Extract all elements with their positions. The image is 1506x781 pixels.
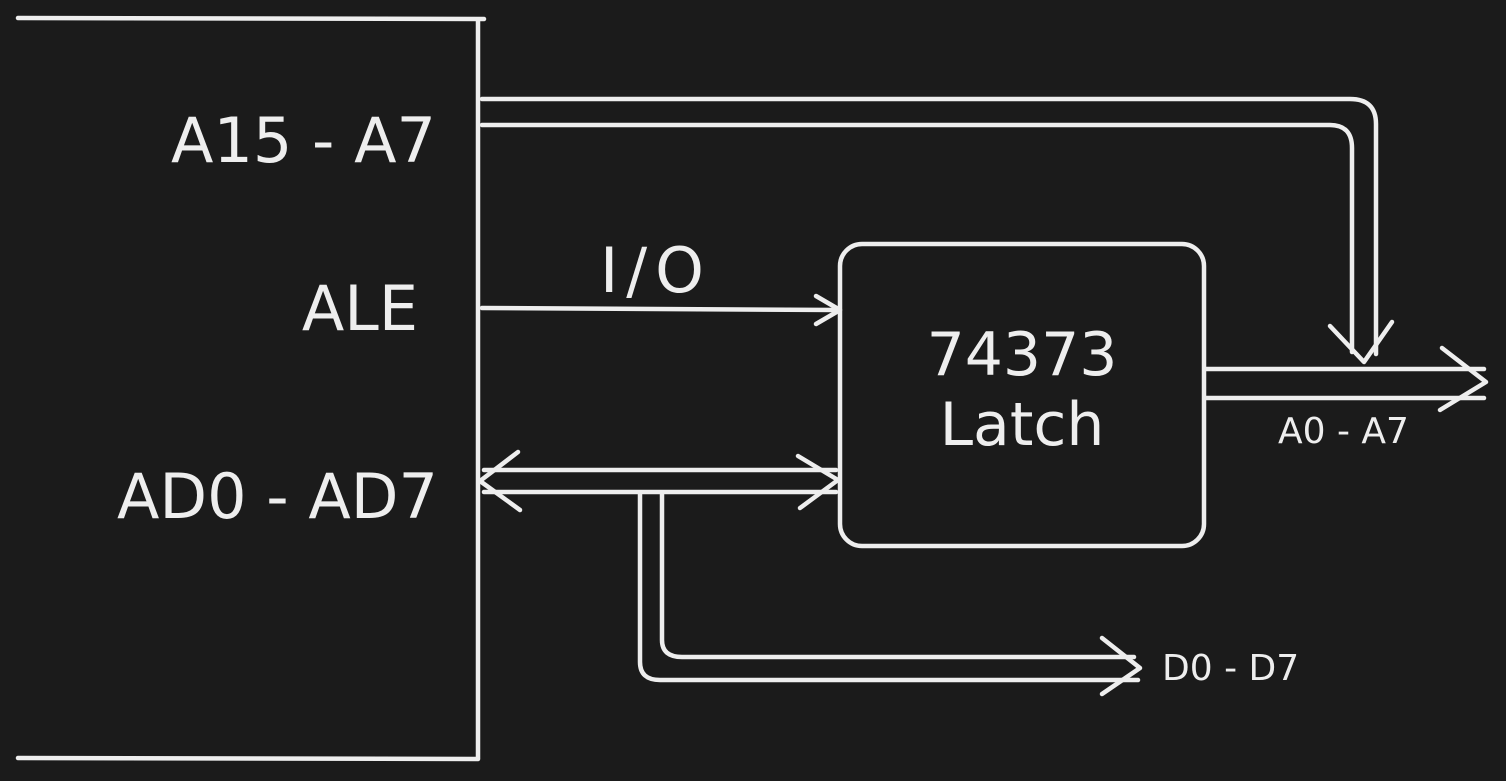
address-output-bus [1203, 345, 1489, 413]
multiplexed-bus-label: AD0 - AD7 [117, 460, 438, 533]
data-bus [637, 491, 1143, 697]
latch-name: Latch [939, 390, 1105, 460]
address-low-output-label: A0 - A7 [1278, 411, 1409, 452]
latch-label: 74373 Latch [842, 320, 1202, 460]
high-address-label: A15 - A7 [171, 104, 436, 177]
data-output-label: D0 - D7 [1162, 648, 1300, 689]
high-address-bus [479, 96, 1395, 365]
processor-block [15, 15, 487, 762]
multiplexed-bus [477, 449, 841, 513]
io-signal-label: I/O [600, 234, 712, 307]
ale-label: ALE [301, 272, 418, 345]
latch-box [837, 241, 1207, 549]
latch-part-number: 74373 [926, 320, 1118, 390]
